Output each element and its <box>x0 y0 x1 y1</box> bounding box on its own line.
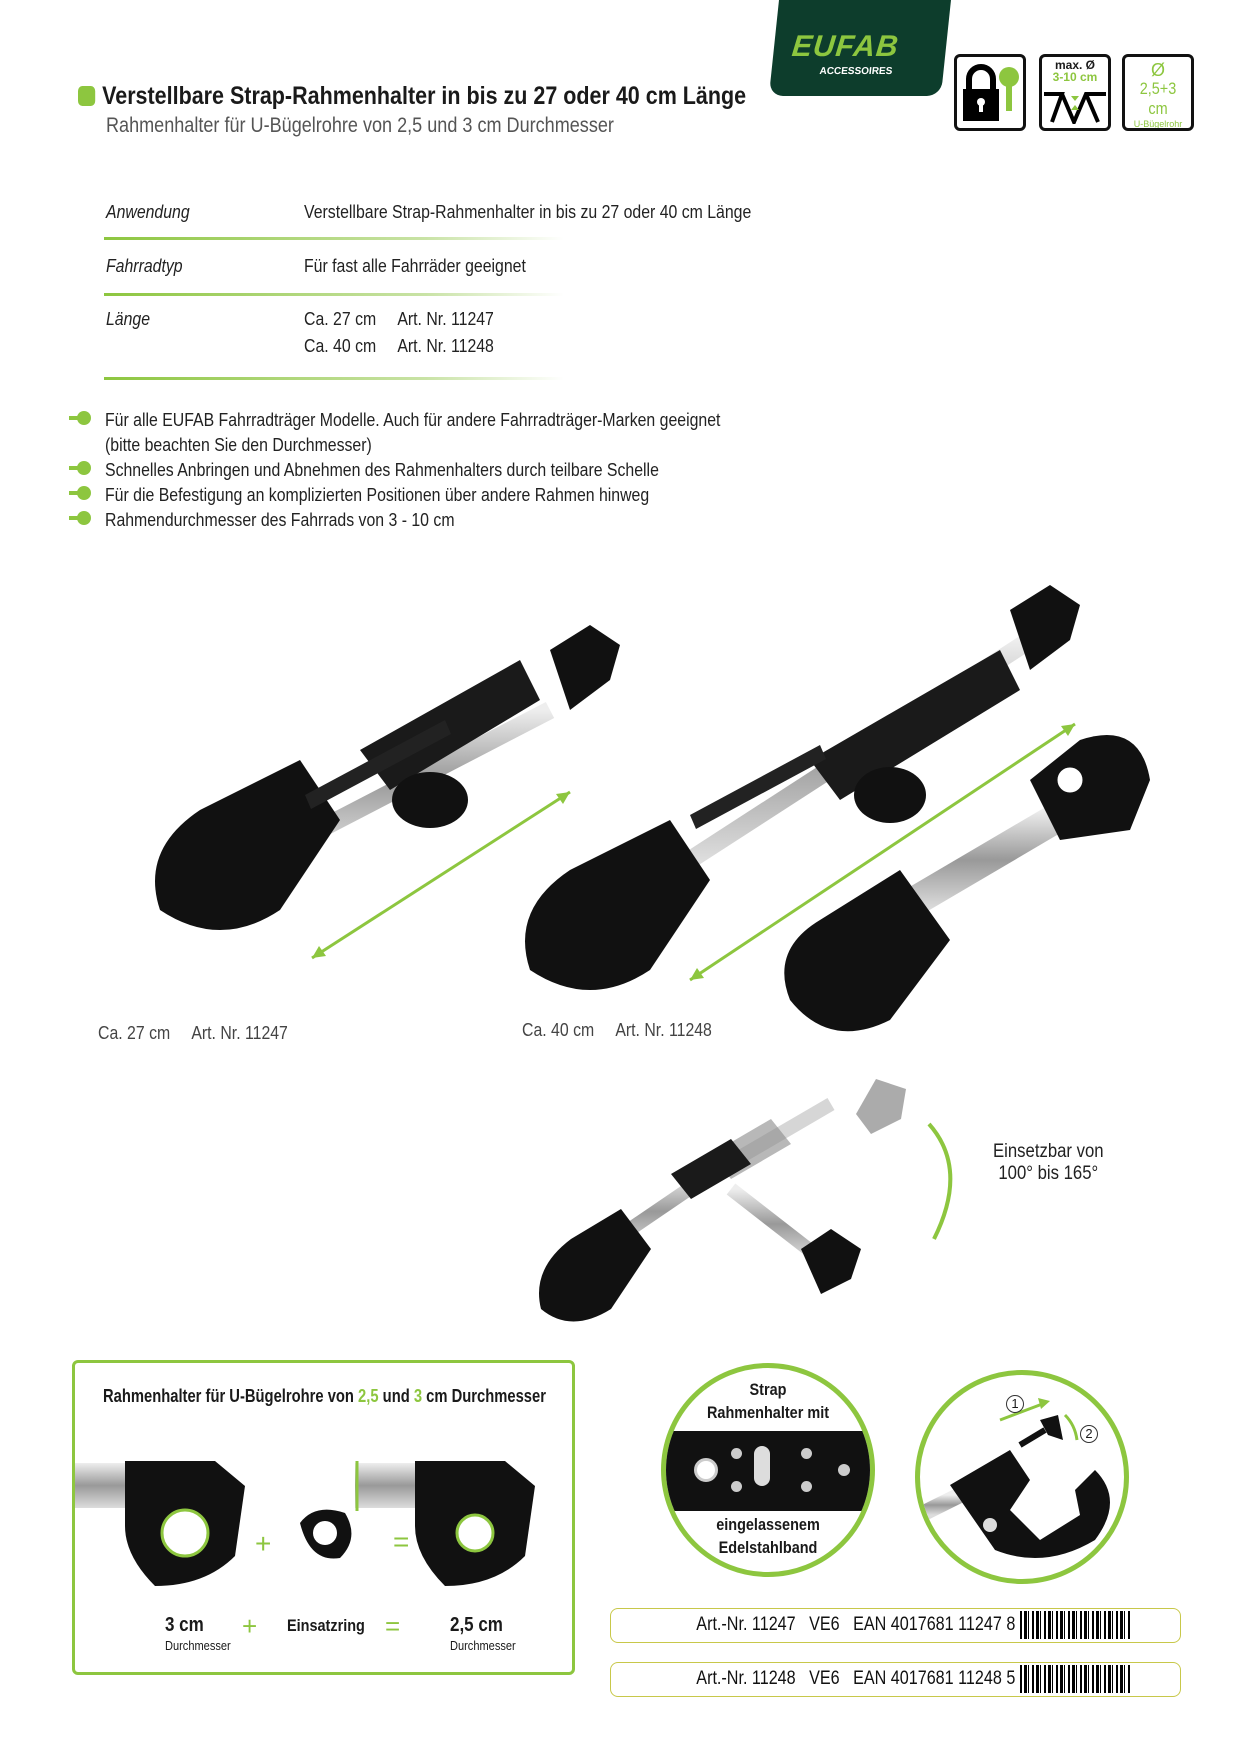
product-27cm <box>155 625 620 960</box>
clamp-opening-circle: 1 2 <box>915 1370 1129 1584</box>
title-bullet-icon <box>78 86 96 106</box>
product-photos <box>155 585 1150 1032</box>
feature-text: Schnelles Anbringen und Abnehmen des Rah… <box>105 460 659 480</box>
right-sub: Durchmesser <box>450 1638 516 1653</box>
box-title: Rahmenhalter für U-Bügelrohre von 2,5 un… <box>103 1386 546 1407</box>
angle-line-2: 100° bis 165° <box>998 1163 1099 1184</box>
box-title-highlight: 2,5 <box>358 1386 379 1406</box>
left-sub: Durchmesser <box>165 1638 231 1653</box>
bike-frame-icon <box>1044 92 1106 128</box>
step-2-badge: 2 <box>1080 1425 1098 1443</box>
spec-label: Fahrradtyp <box>106 256 183 276</box>
spec-label: Anwendung <box>106 202 190 222</box>
article-barcode-row: Art.-Nr. 11247 VE6 EAN 4017681 11247 8 <box>610 1608 1181 1643</box>
spec-value: Verstellbare Strap-Rahmenhalter in bis z… <box>304 202 752 222</box>
feature-text: Für die Befestigung an komplizierten Pos… <box>105 485 650 505</box>
page-subtitle: Rahmenhalter für U-Bügelrohre von 2,5 un… <box>106 114 614 137</box>
angle-adjust-photo <box>539 1079 953 1322</box>
divider <box>104 237 564 240</box>
angle-text: Einsetzbar von 100° bis 165° <box>993 1141 1104 1185</box>
strap-line-3: eingelassenem <box>716 1515 820 1534</box>
barcode-icon <box>1020 1611 1130 1639</box>
plus-sign-bottom: + <box>242 1611 258 1641</box>
spec-label: Länge <box>106 309 151 329</box>
plus-sign: + <box>255 1528 272 1559</box>
equals-sign-bottom: = <box>385 1611 401 1641</box>
bullet-icon <box>69 511 91 525</box>
article-info: Art.-Nr. 11248 VE6 EAN 4017681 11248 5 <box>695 1668 1015 1689</box>
bullet-icon <box>69 411 91 425</box>
barcode-icon <box>1020 1665 1130 1693</box>
left-value: 3 cm <box>165 1614 204 1636</box>
feature-item: Rahmendurchmesser des Fahrrads von 3 - 1… <box>69 508 502 532</box>
diameter-info-box: Rahmenhalter für U-Bügelrohre von 2,5 un… <box>72 1360 575 1675</box>
product-40cm <box>525 585 1150 1032</box>
logo-text: EUFAB <box>790 30 901 63</box>
frame-diameter-pictogram: max. Ø 3-10 cm <box>1039 54 1111 131</box>
feature-item-continued: (bitte beachten Sie den Durchmesser) <box>105 433 408 457</box>
feature-text: Rahmendurchmesser des Fahrrads von 3 - 1… <box>105 510 455 530</box>
box-title-highlight: 3 <box>413 1386 423 1406</box>
lock-key-icon <box>954 54 1026 131</box>
product-caption-40: Ca. 40 cm Art. Nr. 11248 <box>522 1020 712 1040</box>
feature-text: (bitte beachten Sie den Durchmesser) <box>105 435 372 455</box>
feature-item: Schnelles Anbringen und Abnehmen des Rah… <box>69 458 734 482</box>
feature-item: Für alle EUFAB Fahrradträger Modelle. Au… <box>69 408 804 432</box>
middle-label: Einsatzring <box>287 1616 365 1635</box>
article-barcode-row: Art.-Nr. 11248 VE6 EAN 4017681 11248 5 <box>610 1662 1181 1697</box>
length-arrow <box>311 790 571 960</box>
box-title-part: Rahmenhalter für U-Bügelrohre von <box>103 1386 359 1406</box>
clamp-comparison-photo <box>75 1461 535 1586</box>
spec-value: Für fast alle Fahrräder geeignet <box>304 256 526 276</box>
arrow-2 <box>1063 1413 1079 1441</box>
diameter-symbol: Ø <box>1150 60 1165 80</box>
box-title-part: cm Durchmesser <box>422 1386 546 1406</box>
logo-subtext: ACCESSOIRES <box>818 66 893 77</box>
product-caption-27: Ca. 27 cm Art. Nr. 11247 <box>98 1023 288 1043</box>
page-title: Verstellbare Strap-Rahmenhalter in bis z… <box>78 82 746 111</box>
angle-arrow <box>927 1122 953 1240</box>
title-text: Verstellbare Strap-Rahmenhalter in bis z… <box>102 82 747 110</box>
spec-value: Ca. 27 cm Art. Nr. 11247 <box>304 309 494 329</box>
strap-detail-circle: Strap Rahmenhalter mit eingelassenem Ede… <box>661 1363 875 1577</box>
article-info: Art.-Nr. 11247 VE6 EAN 4017681 11247 8 <box>695 1614 1015 1635</box>
step-1-badge: 1 <box>1006 1395 1024 1413</box>
strap-line-2: Rahmenhalter mit <box>706 1403 830 1422</box>
bullet-icon <box>69 486 91 500</box>
picto-range-value: 3-10 cm <box>1052 70 1098 84</box>
picto-max-label: max. Ø <box>1054 58 1096 72</box>
divider <box>104 377 564 380</box>
eufab-logo: EUFAB ACCESSOIRES <box>768 0 951 96</box>
box-title-part: und <box>378 1386 414 1406</box>
strap-bottom-text: eingelassenem Edelstahlband <box>681 1513 854 1559</box>
feature-item: Für die Befestigung an komplizierten Pos… <box>69 483 723 507</box>
angle-line-1: Einsetzbar von <box>993 1141 1104 1162</box>
length-arrow <box>689 722 1076 982</box>
tube-diameter-pictogram: Ø 2,5+3 cm U-Bügelrohr <box>1122 54 1194 131</box>
clamp-open-photo <box>920 1398 1110 1558</box>
right-value: 2,5 cm <box>450 1614 503 1636</box>
strap-top-text: Strap Rahmenhalter mit <box>681 1378 854 1424</box>
bullet-icon <box>69 461 91 475</box>
spec-value: Ca. 40 cm Art. Nr. 11248 <box>304 336 494 356</box>
strap-line-4: Edelstahlband <box>718 1538 818 1557</box>
feature-text: Für alle EUFAB Fahrradträger Modelle. Au… <box>105 410 721 430</box>
picto-diameter-value: 2,5+3 cm <box>1139 79 1177 118</box>
divider <box>104 293 564 296</box>
picto-tube-label: U-Bügelrohr <box>1133 119 1183 129</box>
strap-line-1: Strap <box>749 1380 787 1399</box>
arrow-1 <box>999 1401 1046 1422</box>
strap-band <box>666 1431 870 1511</box>
equals-sign: = <box>393 1526 410 1557</box>
